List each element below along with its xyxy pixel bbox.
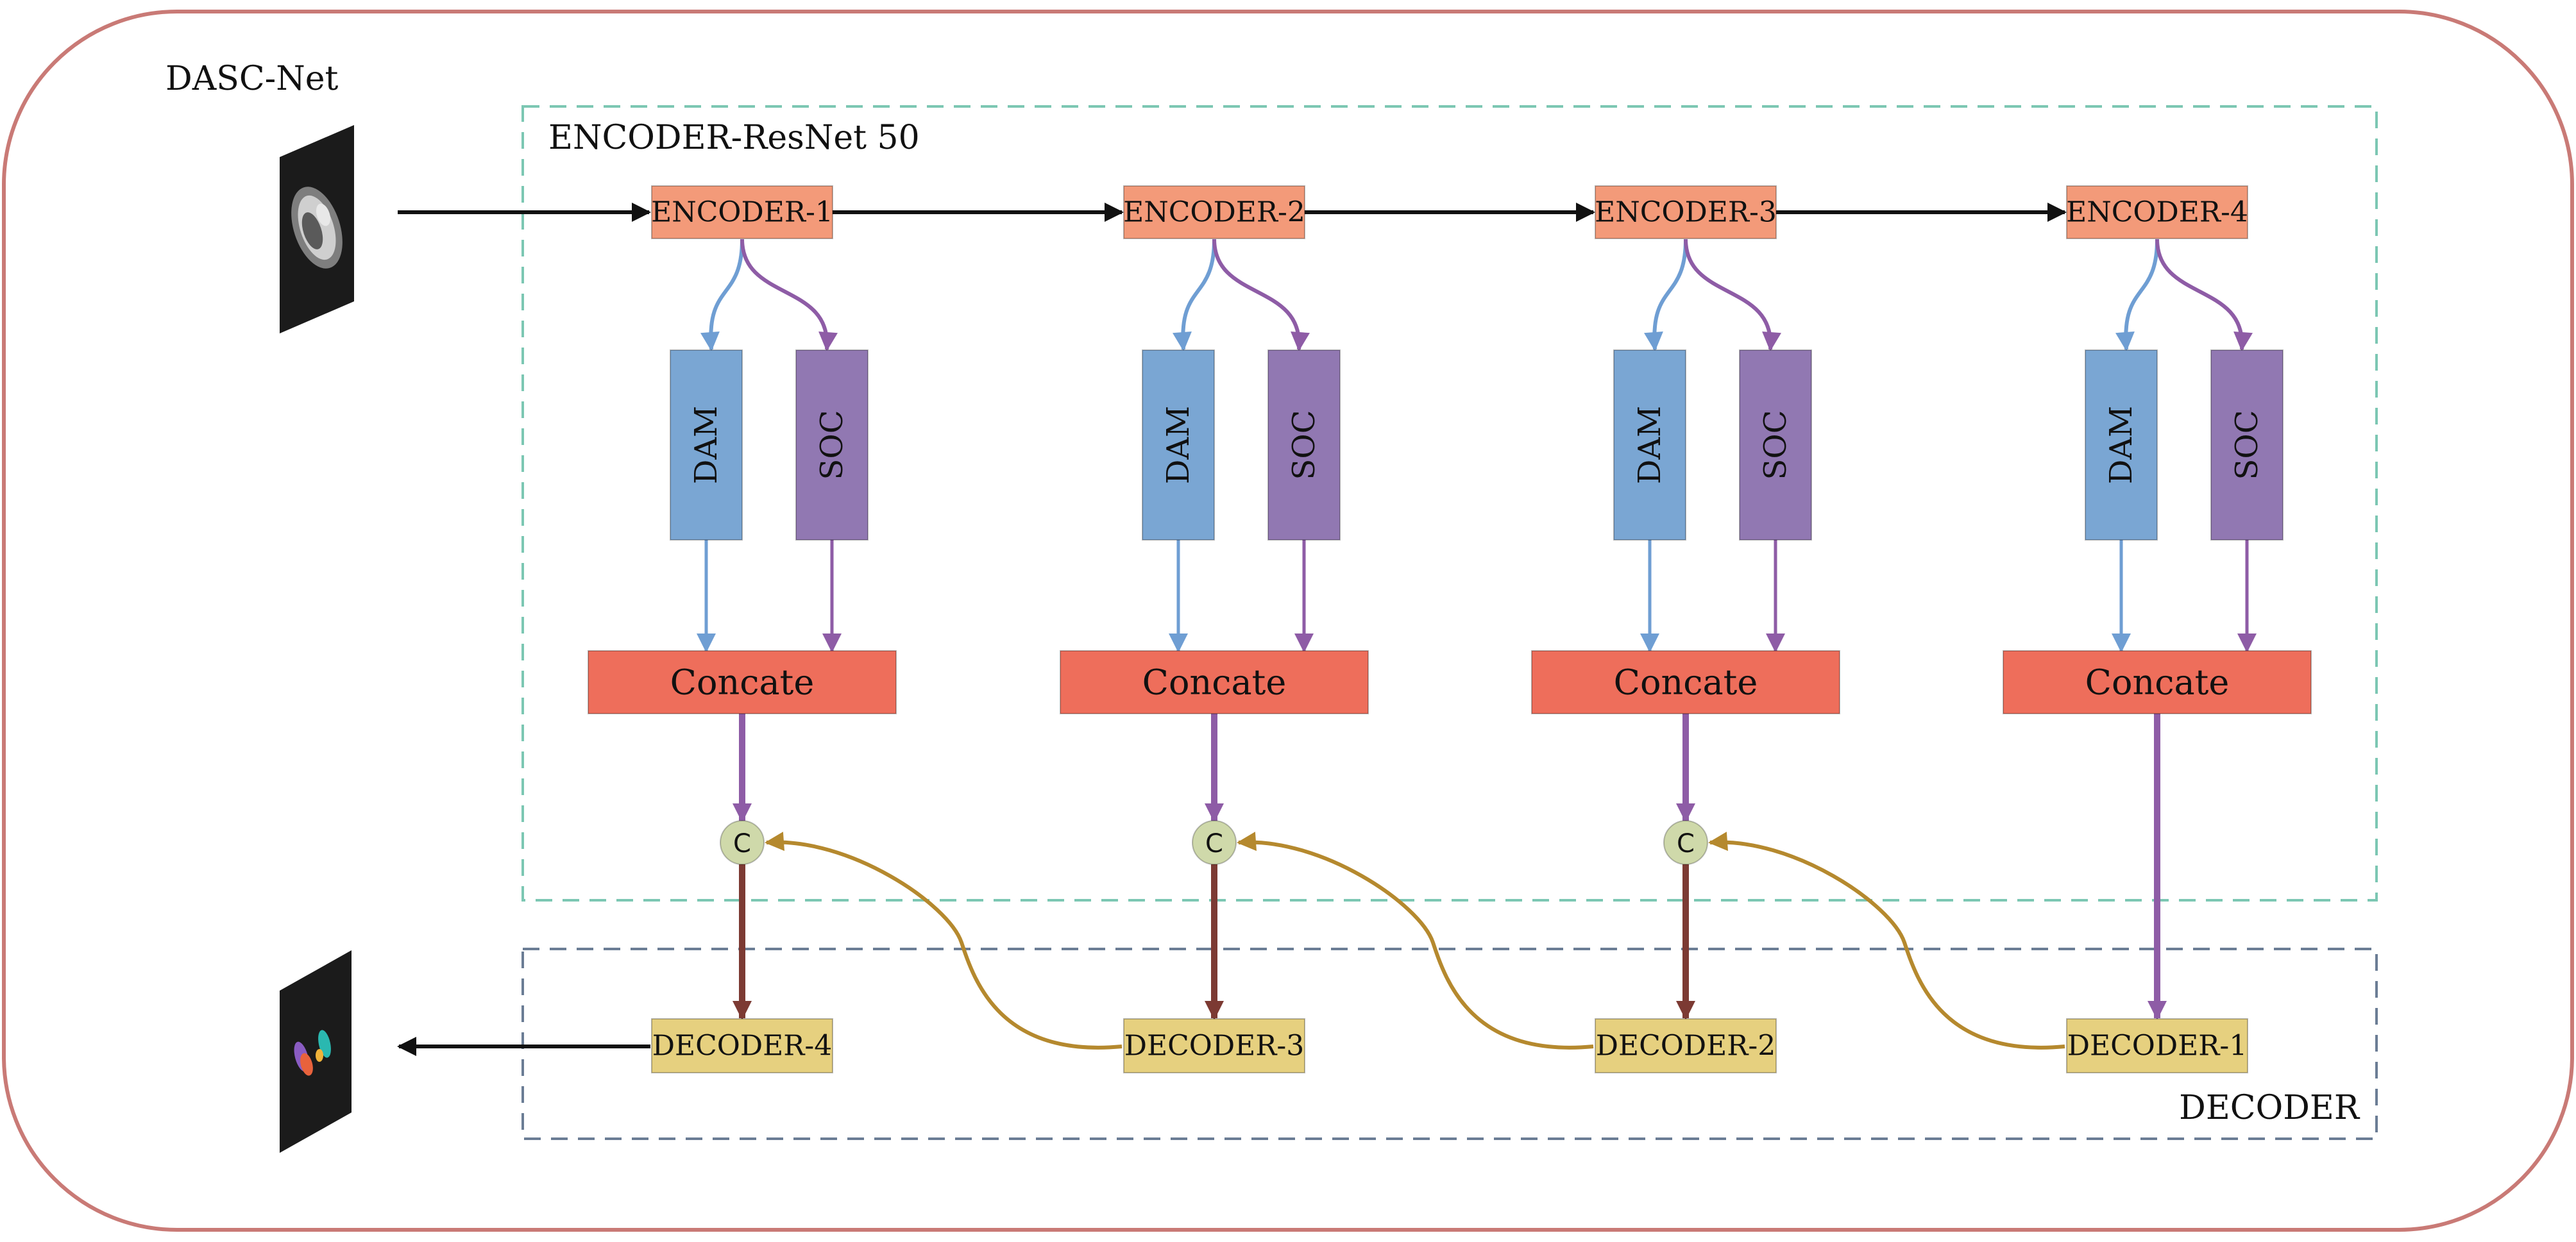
enc2-to-soc xyxy=(1212,239,1310,351)
concat-join-label: C xyxy=(733,829,751,859)
dam-4: DAM xyxy=(2085,349,2158,541)
decoder-1: DECODER-1 xyxy=(2066,1018,2248,1073)
soc-2: SOC xyxy=(1267,349,1341,541)
decoder-region xyxy=(521,948,2378,1140)
concat-join-label: C xyxy=(1205,829,1223,859)
concat-3: Concate xyxy=(1531,650,1840,714)
soc-3: SOC xyxy=(1739,349,1812,541)
soc-3-label: SOC xyxy=(1758,410,1793,480)
enc2-to-dam xyxy=(1173,239,1216,351)
output-image xyxy=(280,950,352,1153)
encoder-4: ENCODER-4 xyxy=(2066,185,2248,239)
dam-3-label: DAM xyxy=(1632,406,1668,484)
enc3-to-soc xyxy=(1684,239,1781,351)
decoder-3-label: DECODER-3 xyxy=(1124,1030,1305,1062)
decoder-title: DECODER xyxy=(2179,1089,2360,1127)
dam-4-label: DAM xyxy=(2103,406,2139,484)
soc-2-label: SOC xyxy=(1286,410,1322,480)
concat-1-label: Concate xyxy=(670,662,815,703)
encoder-2: ENCODER-2 xyxy=(1123,185,1305,239)
encoder-1-label: ENCODER-1 xyxy=(651,196,833,229)
decoder-3: DECODER-3 xyxy=(1123,1018,1305,1073)
concat-3-label: Concate xyxy=(1614,662,1758,703)
encoder-3-label: ENCODER-3 xyxy=(1595,196,1777,229)
decoder-1-label: DECODER-1 xyxy=(2067,1030,2248,1062)
concat-2-label: Concate xyxy=(1142,662,1287,703)
concat-join-label: C xyxy=(1677,829,1695,859)
concat-4-label: Concate xyxy=(2085,662,2230,703)
soc-4: SOC xyxy=(2210,349,2284,541)
enc4-to-soc xyxy=(2155,239,2253,351)
concat-join-2: C xyxy=(1192,820,1237,865)
encoder-region xyxy=(521,105,2378,902)
encoder-4-label: ENCODER-4 xyxy=(2066,196,2248,229)
soc-1: SOC xyxy=(795,349,869,541)
decoder-4-label: DECODER-4 xyxy=(652,1030,833,1062)
decoder-skip-3 xyxy=(1237,832,1594,1050)
diagram-title: DASC-Net xyxy=(165,60,338,98)
dam-2-label: DAM xyxy=(1160,406,1196,484)
encoder-title: ENCODER-ResNet 50 xyxy=(548,119,920,157)
enc1-to-soc xyxy=(740,239,838,351)
encoder-3: ENCODER-3 xyxy=(1595,185,1777,239)
input-image xyxy=(280,125,354,333)
outer-frame xyxy=(2,10,2574,1232)
decoder-2-label: DECODER-2 xyxy=(1596,1030,1776,1062)
concat-join-1: C xyxy=(720,820,765,865)
dam-2: DAM xyxy=(1142,349,1215,541)
dam-1-label: DAM xyxy=(688,406,724,484)
dam-1: DAM xyxy=(670,349,743,541)
encoder-2-label: ENCODER-2 xyxy=(1123,196,1305,229)
links xyxy=(397,203,2257,1056)
decoder-4: DECODER-4 xyxy=(651,1018,833,1073)
soc-1-label: SOC xyxy=(814,410,850,480)
decoder-skip-2 xyxy=(765,832,1123,1050)
enc3-to-dam xyxy=(1644,239,1688,351)
enc1-to-dam xyxy=(700,239,744,351)
dam-3: DAM xyxy=(1613,349,1686,541)
decoder-2: DECODER-2 xyxy=(1595,1018,1777,1073)
decoder-skip-4 xyxy=(1708,832,2065,1050)
concat-2: Concate xyxy=(1060,650,1369,714)
soc-4-label: SOC xyxy=(2229,410,2265,480)
encoder-1: ENCODER-1 xyxy=(651,185,833,239)
enc4-to-dam xyxy=(2115,239,2159,351)
concat-1: Concate xyxy=(588,650,897,714)
concat-4: Concate xyxy=(2003,650,2312,714)
concat-join-3: C xyxy=(1663,820,1708,865)
